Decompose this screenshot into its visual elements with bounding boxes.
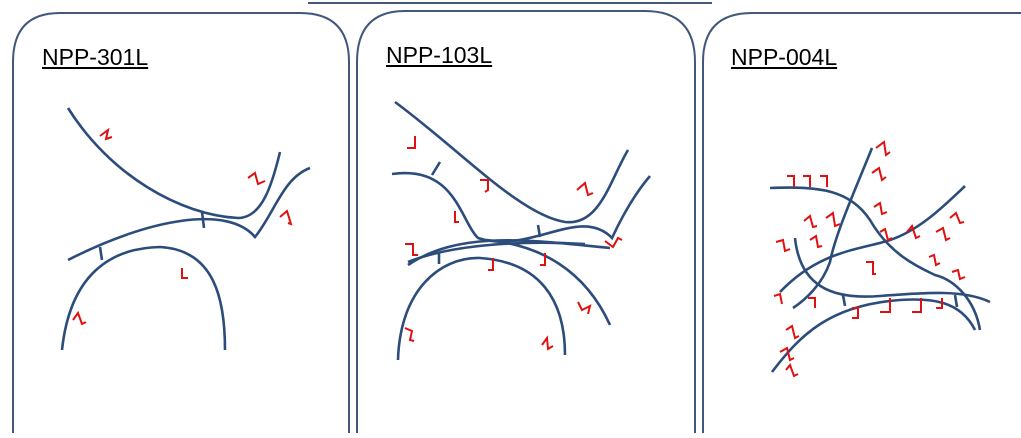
branch-marker bbox=[906, 223, 921, 240]
branch-marker bbox=[488, 258, 494, 271]
branch-marker bbox=[541, 335, 554, 351]
branch-marker bbox=[951, 268, 966, 281]
branch-marker bbox=[181, 268, 188, 279]
crosslink bbox=[98, 246, 104, 261]
branch-marker bbox=[935, 226, 951, 242]
branch-marker bbox=[773, 292, 783, 305]
branch-marker bbox=[576, 181, 594, 197]
fiber bbox=[394, 100, 630, 224]
fiber bbox=[770, 298, 977, 373]
branch-marker bbox=[779, 346, 795, 362]
fiber bbox=[396, 256, 567, 361]
branch-marker bbox=[912, 298, 922, 313]
crosslink bbox=[536, 224, 542, 238]
panel-frame-2 bbox=[356, 10, 696, 438]
branch-marker bbox=[866, 261, 876, 275]
branch-marker bbox=[785, 324, 800, 340]
branch-marker bbox=[879, 227, 893, 242]
branch-marker bbox=[480, 179, 489, 193]
panel-title-3: NPP-004L bbox=[731, 44, 838, 70]
fiber bbox=[66, 107, 282, 220]
branch-marker bbox=[808, 297, 816, 308]
branch-marker bbox=[405, 243, 418, 256]
branch-marker bbox=[787, 175, 795, 187]
panel-title-2: NPP-103L bbox=[386, 42, 493, 68]
fiber bbox=[486, 238, 612, 326]
branch-marker bbox=[852, 307, 859, 319]
branch-marker bbox=[454, 211, 459, 223]
panel-frame-1 bbox=[12, 12, 350, 438]
panel-2-fibers bbox=[391, 100, 651, 361]
fiber bbox=[792, 147, 874, 310]
fiber bbox=[793, 237, 991, 304]
fiber bbox=[67, 166, 311, 262]
branch-marker bbox=[820, 175, 828, 187]
branch-marker bbox=[928, 253, 941, 267]
branch-marker bbox=[803, 214, 818, 229]
panel-3-fibers bbox=[769, 147, 991, 373]
branch-marker bbox=[99, 127, 113, 141]
panel-1-branches bbox=[72, 127, 293, 326]
crosslink bbox=[841, 294, 847, 307]
fiber bbox=[60, 245, 227, 351]
crosslink bbox=[430, 161, 442, 176]
branch-marker bbox=[871, 166, 887, 182]
branch-marker bbox=[880, 298, 891, 313]
branch-marker bbox=[775, 238, 791, 253]
branch-marker bbox=[949, 211, 965, 225]
crosslink bbox=[953, 294, 959, 308]
branch-marker bbox=[247, 171, 266, 186]
panel-frame-3 bbox=[702, 12, 1021, 438]
branch-marker bbox=[803, 175, 811, 187]
panel-3-branches bbox=[773, 140, 966, 378]
branch-marker bbox=[825, 211, 841, 228]
branch-marker bbox=[279, 209, 293, 226]
branch-marker bbox=[873, 201, 888, 216]
branch-marker bbox=[577, 301, 592, 315]
branch-marker bbox=[875, 140, 891, 157]
branch-marker bbox=[604, 236, 623, 249]
branch-marker bbox=[404, 327, 415, 342]
crosslink bbox=[200, 211, 206, 229]
fiber bbox=[769, 186, 982, 331]
branch-marker bbox=[72, 310, 87, 326]
branch-marker bbox=[785, 362, 799, 378]
branch-marker bbox=[407, 136, 416, 149]
branch-marker bbox=[809, 234, 823, 249]
branch-marker bbox=[540, 253, 546, 266]
fiber bbox=[391, 171, 651, 243]
branch-marker bbox=[936, 298, 943, 309]
panel-1-fibers bbox=[60, 107, 311, 351]
panel-title-1: NPP-301L bbox=[42, 44, 149, 70]
panel-2-branches bbox=[404, 136, 623, 351]
